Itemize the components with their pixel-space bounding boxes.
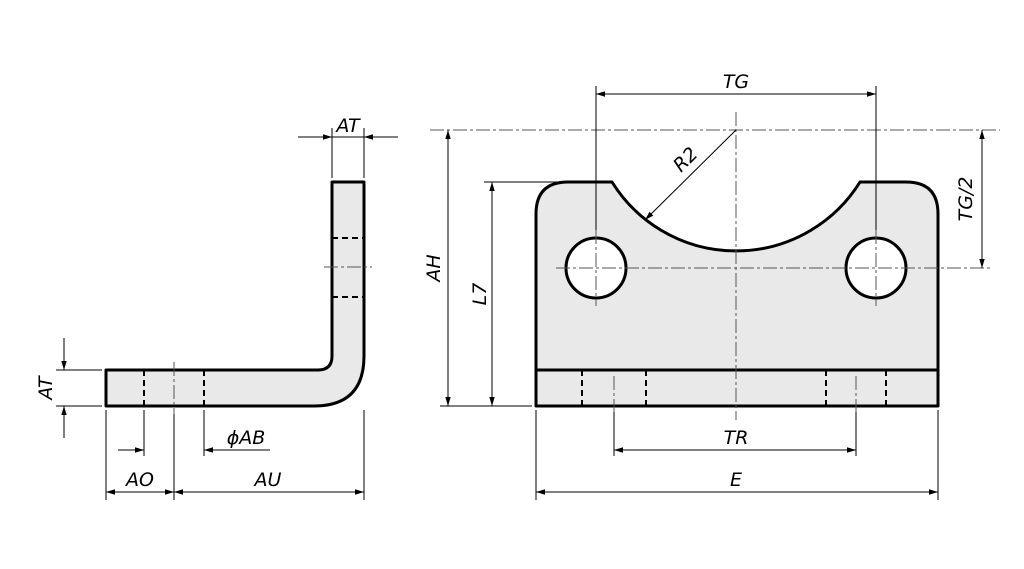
dim-label-at-top: AT [334,115,361,137]
front-view: TG R2 AH L7 TG/2 TR E [423,71,1000,500]
side-view-profile [104,180,366,408]
radius-leader [644,129,737,221]
dim-label-ao: AO [124,469,154,491]
dim-label-phi-ab: ϕAB [227,427,266,449]
dim-label-l7: L7 [469,283,491,306]
dim-label-tr: TR [724,427,749,449]
dim-label-ah: AH [423,254,445,283]
dim-label-tg-half: TG/2 [955,177,977,222]
dim-label-au: AU [253,469,282,491]
side-view: AT AT ϕAB AO AU [35,115,398,500]
dim-label-r2: R2 [669,143,702,176]
dim-label-e: E [730,469,742,491]
dim-label-tg: TG [723,71,749,93]
dim-label-at-side: AT [35,375,57,402]
